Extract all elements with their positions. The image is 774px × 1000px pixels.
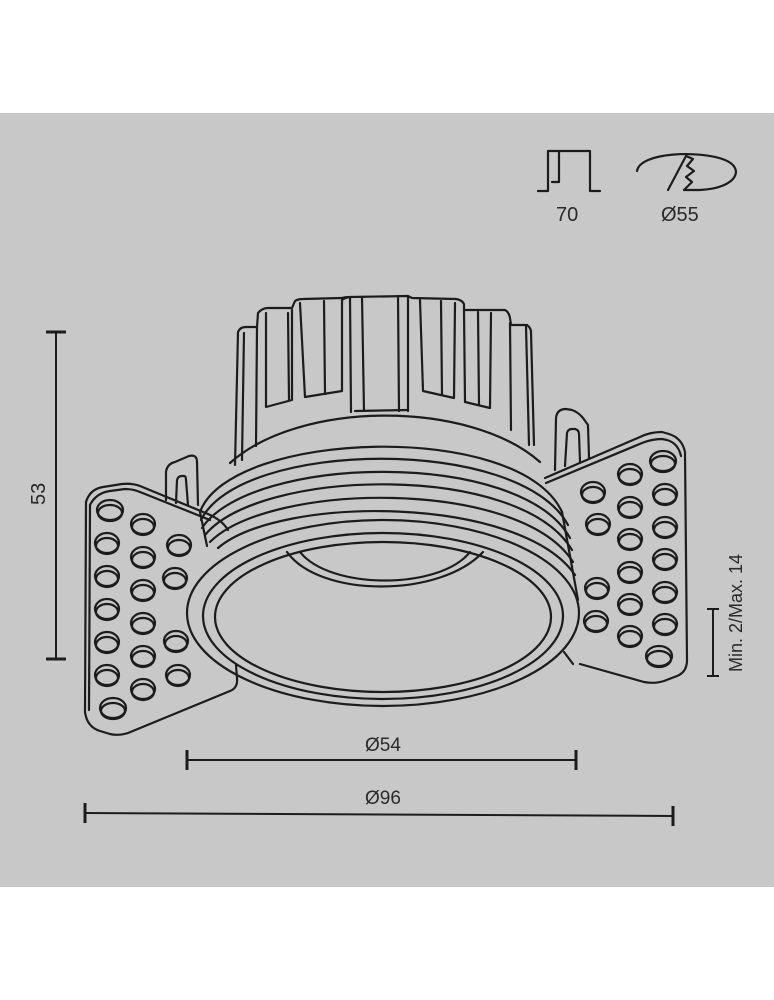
heat-sink [228, 294, 542, 467]
left-bracket-wing [83, 482, 239, 736]
beam-angle-icon [536, 149, 602, 193]
beam-angle-value: 70 [556, 204, 579, 226]
threaded-collar [198, 445, 580, 602]
drawing-panel [0, 113, 774, 887]
cutout-diameter-icon [635, 152, 737, 192]
front-trim-ring [185, 518, 581, 708]
ceiling-thickness-dimension-line [707, 608, 719, 677]
cutout-diameter-value: Ø55 [661, 204, 699, 226]
height-label: 53 [28, 482, 50, 505]
trim-diameter-dimension-line [185, 750, 578, 770]
height-dimension-line [46, 330, 66, 661]
overall-diameter-label: Ø96 [365, 788, 401, 809]
right-bracket-wing [543, 430, 689, 684]
overall-diameter-dimension-line [83, 803, 675, 826]
left-wing-holes [93, 498, 193, 721]
trim-diameter-label: Ø54 [365, 735, 401, 756]
ceiling-thickness-label: Min. 2/Max. 14 [726, 553, 746, 672]
right-spring-clip [553, 407, 591, 472]
right-wing-holes [579, 449, 679, 669]
left-spring-clip [164, 454, 200, 507]
